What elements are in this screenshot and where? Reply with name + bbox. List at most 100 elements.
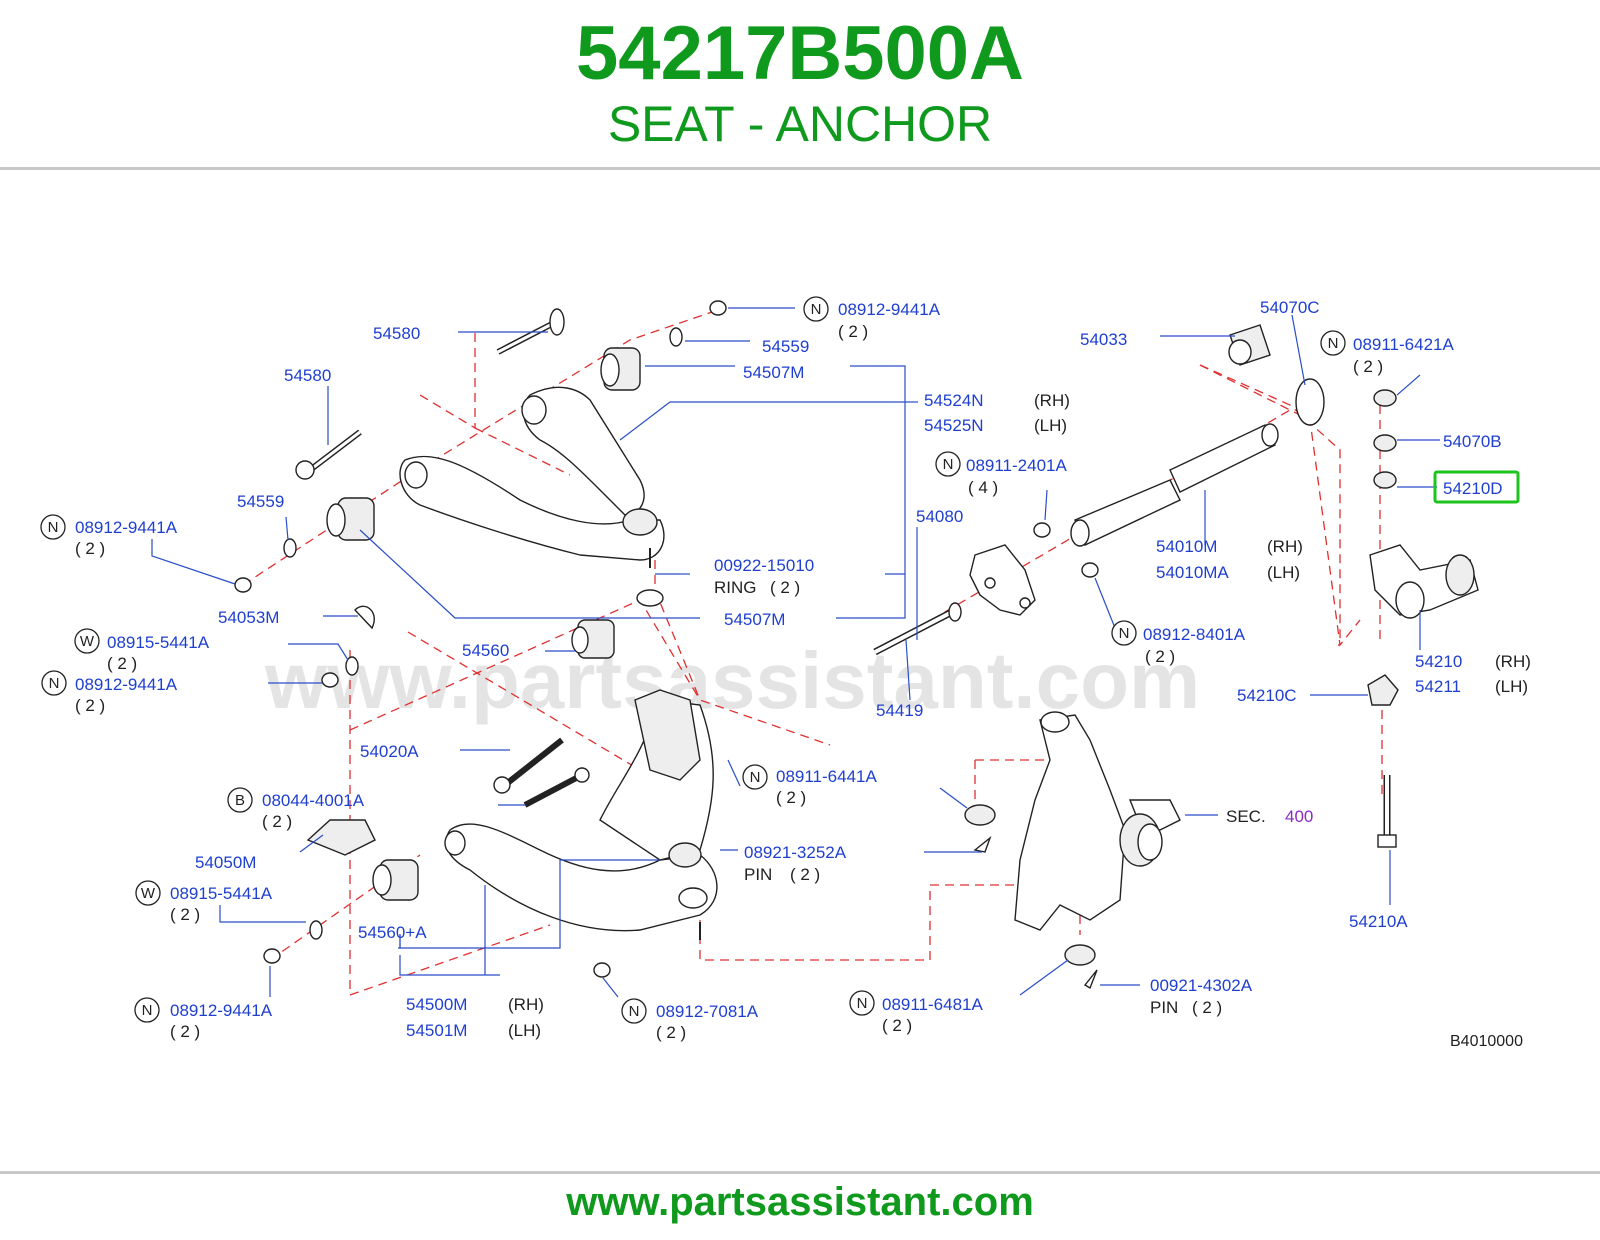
label-54070B[interactable]: 54070B	[1443, 432, 1502, 451]
pin-3252	[973, 835, 992, 853]
label-08915-5441A[interactable]: 08915-5441A	[107, 633, 210, 652]
part-shapes	[234, 300, 1479, 990]
label-qty: ( 2 )	[170, 1022, 200, 1041]
diagram-code: B4010000	[1450, 1033, 1523, 1050]
label-54419[interactable]: 54419	[876, 701, 923, 720]
label-54020A[interactable]: 54020A	[360, 742, 419, 761]
part-name: SEAT - ANCHOR	[607, 96, 993, 152]
label-54210[interactable]: 54210	[1415, 652, 1462, 671]
label-08912-9441A[interactable]: 08912-9441A	[170, 1001, 273, 1020]
label-qty: ( 2 )	[882, 1016, 912, 1035]
label-54053M[interactable]: 54053M	[218, 608, 279, 627]
label-54580[interactable]: 54580	[373, 324, 420, 343]
label-54500M[interactable]: 54500M	[406, 995, 467, 1014]
label-side: (RH)	[1495, 652, 1531, 671]
circle-markers: N N W N B W N N N N N N N	[40, 296, 1346, 1024]
label-side: (RH)	[1034, 391, 1070, 410]
label-54010M[interactable]: 54010M	[1156, 537, 1217, 556]
svg-text:W: W	[80, 633, 95, 650]
label-qty: ( 2 )	[75, 539, 105, 558]
footer-url[interactable]: www.partsassistant.com	[566, 1180, 1034, 1224]
seal-54070C	[1295, 378, 1325, 426]
lower-control-arm	[445, 823, 718, 932]
label-side: (RH)	[1267, 537, 1303, 556]
pin-4302	[1083, 969, 1098, 990]
bumper-54050M	[306, 819, 376, 856]
label-08911-6441A[interactable]: 08911-6441A	[776, 767, 877, 786]
label-qty: ( 2 )	[790, 865, 820, 884]
label-54560[interactable]: 54560	[462, 641, 509, 660]
label-qty: ( 2 )	[838, 322, 868, 341]
leader-lines	[151, 307, 1440, 998]
label-08921-3252A[interactable]: 08921-3252A	[744, 843, 847, 862]
label-54010MA[interactable]: 54010MA	[1156, 563, 1229, 582]
label-54050M[interactable]: 54050M	[195, 853, 256, 872]
nut-6481	[1064, 944, 1096, 966]
washer-54559-top	[669, 327, 683, 347]
bumper-54053M	[354, 605, 375, 630]
watermark: www.partsassistant.com	[264, 636, 1200, 725]
label-08911-2401A[interactable]: 08911-2401A	[966, 456, 1067, 475]
label-08912-9441A[interactable]: 08912-9441A	[75, 675, 178, 694]
label-54211[interactable]: 54211	[1415, 677, 1461, 696]
svg-text:N: N	[49, 675, 60, 692]
washer-w1	[345, 656, 359, 676]
bushing-54507M-top	[600, 347, 641, 391]
label-54524N[interactable]: 54524N	[924, 391, 984, 410]
nut-left-3	[263, 948, 281, 964]
label-qty: ( 2 )	[776, 788, 806, 807]
label-qty: ( 2 )	[1353, 357, 1383, 376]
label-08912-8401A[interactable]: 08912-8401A	[1143, 625, 1246, 644]
label-54070C[interactable]: 54070C	[1260, 298, 1320, 317]
svg-text:N: N	[142, 1002, 153, 1019]
label-qty: ( 2 )	[1145, 647, 1175, 666]
label-qty: ( 2 )	[656, 1023, 686, 1042]
svg-text:N: N	[811, 301, 822, 318]
label-54210A[interactable]: 54210A	[1349, 912, 1408, 931]
label-08912-7081A[interactable]: 08912-7081A	[656, 1002, 759, 1021]
label-54080[interactable]: 54080	[916, 507, 963, 526]
label-54559[interactable]: 54559	[762, 337, 809, 356]
label-54210C[interactable]: 54210C	[1237, 686, 1297, 705]
footer-divider	[0, 1171, 1600, 1174]
label-00922-15010[interactable]: 00922-15010	[714, 556, 814, 575]
torsion-bar-54010M	[1070, 423, 1279, 547]
label-sec: SEC.	[1226, 807, 1266, 826]
label-sec-400[interactable]: 400	[1285, 807, 1313, 826]
label-08044-4001A[interactable]: 08044-4001A	[262, 791, 365, 810]
label-54525N[interactable]: 54525N	[924, 416, 984, 435]
label-54507M[interactable]: 54507M	[724, 610, 785, 629]
anchor-54210C	[1367, 674, 1399, 706]
part-labels: 54580 54580 08912-9441A ( 2 ) 54559 5450…	[75, 298, 1531, 1050]
label-side: (RH)	[508, 995, 544, 1014]
label-qty: ( 2 )	[75, 696, 105, 715]
label-08911-6481A[interactable]: 08911-6481A	[882, 995, 983, 1014]
label-side: (LH)	[1034, 416, 1067, 435]
label-side: (LH)	[508, 1021, 541, 1040]
label-qty: ( 4 )	[968, 478, 998, 497]
label-54210D[interactable]: 54210D	[1443, 479, 1503, 498]
bolt-54419	[873, 602, 962, 656]
label-54507M[interactable]: 54507M	[743, 363, 804, 382]
svg-text:N: N	[48, 519, 59, 536]
label-08912-9441A[interactable]: 08912-9441A	[75, 518, 178, 537]
label-54501M[interactable]: 54501M	[406, 1021, 467, 1040]
seat-54210D	[1373, 471, 1397, 489]
label-08912-9441A[interactable]: 08912-9441A	[838, 300, 941, 319]
label-54580[interactable]: 54580	[284, 366, 331, 385]
label-54559[interactable]: 54559	[237, 492, 284, 511]
nut-8401	[1081, 562, 1099, 578]
label-00921-4302A[interactable]: 00921-4302A	[1150, 976, 1253, 995]
washer-54070B	[1373, 434, 1397, 452]
boot-54033	[1228, 324, 1271, 366]
label-08911-6421A[interactable]: 08911-6421A	[1353, 335, 1454, 354]
bushing-54507M-mid	[326, 497, 375, 541]
label-54560A[interactable]: 54560+A	[358, 923, 427, 942]
upper-control-arm	[399, 455, 665, 561]
svg-text:N: N	[629, 1003, 640, 1020]
label-54033[interactable]: 54033	[1080, 330, 1127, 349]
anchor-arm-54210	[1369, 544, 1479, 619]
label-08915-5441A[interactable]: 08915-5441A	[170, 884, 273, 903]
label-pin: PIN	[744, 865, 772, 884]
